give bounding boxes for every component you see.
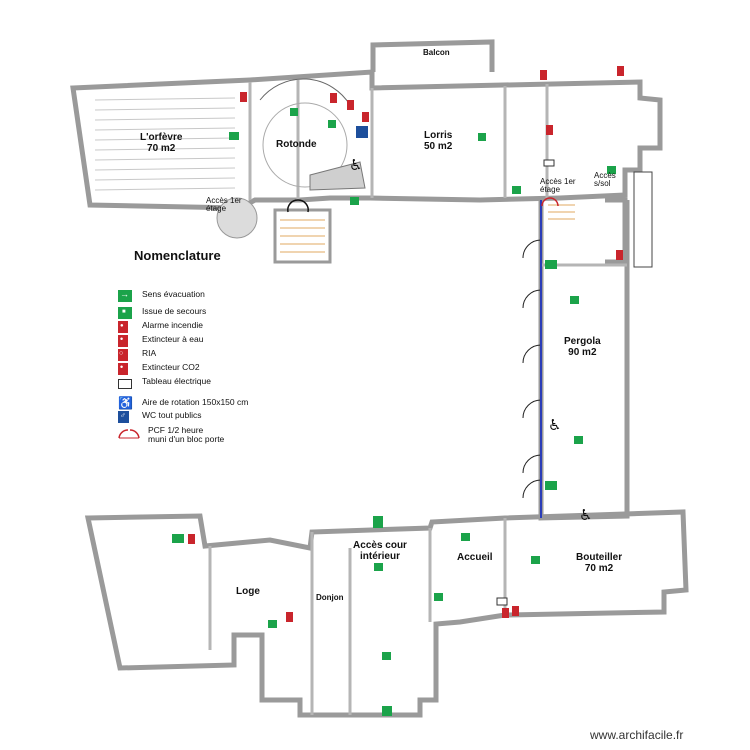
room-pergola: Pergola 90 m2 [564,336,601,358]
svg-text:♿: ♿ [349,156,362,174]
stair-circle [216,197,258,239]
fire-doors [541,197,559,207]
legend-label: RIA [142,348,157,358]
legend-item: Extincteur CO2 [118,362,200,377]
watermark: www.archifacile.fr [590,728,684,742]
ria-icon [118,349,128,361]
room-orfevre-name: L'orfèvre [140,132,183,143]
fire-door-icon [118,426,140,439]
room-lorris-area: 50 m2 [424,140,453,152]
room-bouteiller-name: Bouteiller [576,552,623,563]
legend-label: PCF 1/2 heure [148,425,204,435]
room-cour: Accès cour intérieur [353,540,407,562]
legend-label: Extincteur à eau [142,334,204,344]
pergola-doors [522,200,542,518]
legend-label: Tableau électrique [142,376,211,386]
room-pergola-area: 90 m2 [568,346,597,358]
legend-label-pcf: PCF 1/2 heure muni d'un bloc porte [148,425,225,445]
room-loge: Loge [236,586,260,597]
legend-label: Alarme incendie [142,320,203,330]
acces-1er-right: Accès 1er étage [540,177,576,195]
legend-item: RIA [118,348,157,363]
svg-text:♿: ♿ [579,506,592,524]
fire-equipment [188,66,624,622]
legend-label: Issue de secours [142,306,207,316]
acces-ssol: Accès s/sol [594,171,616,189]
legend-item: ♿ Aire de rotation 150x150 cm [118,396,248,410]
water-extinguisher-icon [118,334,128,347]
emergency-exit-icon [118,307,132,319]
legend-label: Extincteur CO2 [142,362,200,372]
svg-text:♿: ♿ [548,416,561,434]
room-accueil: Accueil [457,552,493,563]
accessibility-markers: ♿ ♿ ♿ [349,156,592,524]
room-lorris: Lorris 50 m2 [424,130,453,152]
wc-sign [356,126,368,138]
wc-icon [118,411,129,423]
legend-item: Tableau électrique [118,376,211,391]
stair-lines [280,204,575,253]
legend-item: Issue de secours [118,306,207,321]
legend-item: WC tout publics [118,410,202,425]
room-balcon: Balcon [423,48,450,57]
legend-label: Sens évacuation [142,289,205,299]
room-orfevre: L'orfèvre 70 m2 [140,132,183,154]
legend-item: Sens évacuation [118,289,205,304]
rotonde-shape [259,78,366,191]
exit-arrow-icon [118,289,132,302]
legend-title: Nomenclature [134,248,221,263]
interior-walls [208,80,627,715]
fire-alarm-icon [118,321,128,333]
legend-item: PCF 1/2 heure muni d'un bloc porte [118,425,225,448]
room-orfevre-area: 70 m2 [147,142,176,154]
room-pergola-name: Pergola [564,336,601,347]
room-bouteiller-area: 70 m2 [584,562,614,574]
electrical-panels [496,159,555,606]
room-rotonde: Rotonde [276,139,317,150]
legend-item: Extincteur à eau [118,334,204,349]
acces-1er-left: Accès 1er étage [206,196,242,214]
legend-label: Aire de rotation 150x150 cm [142,397,249,407]
legend-label-2: muni d'un bloc porte [148,434,225,445]
legend-label: WC tout publics [142,410,202,420]
room-lorris-name: Lorris [424,130,453,141]
room-donjon: Donjon [316,593,344,602]
black-doors [287,199,309,213]
legend-item: Alarme incendie [118,320,203,335]
electrical-panel-icon [118,379,132,389]
wheelchair-icon: ♿ [118,396,133,410]
co2-extinguisher-icon [118,362,128,375]
seating-rows [94,97,236,191]
room-bouteiller: Bouteiller 70 m2 [576,552,623,574]
exit-signs [172,108,616,716]
outside-column [633,171,653,268]
